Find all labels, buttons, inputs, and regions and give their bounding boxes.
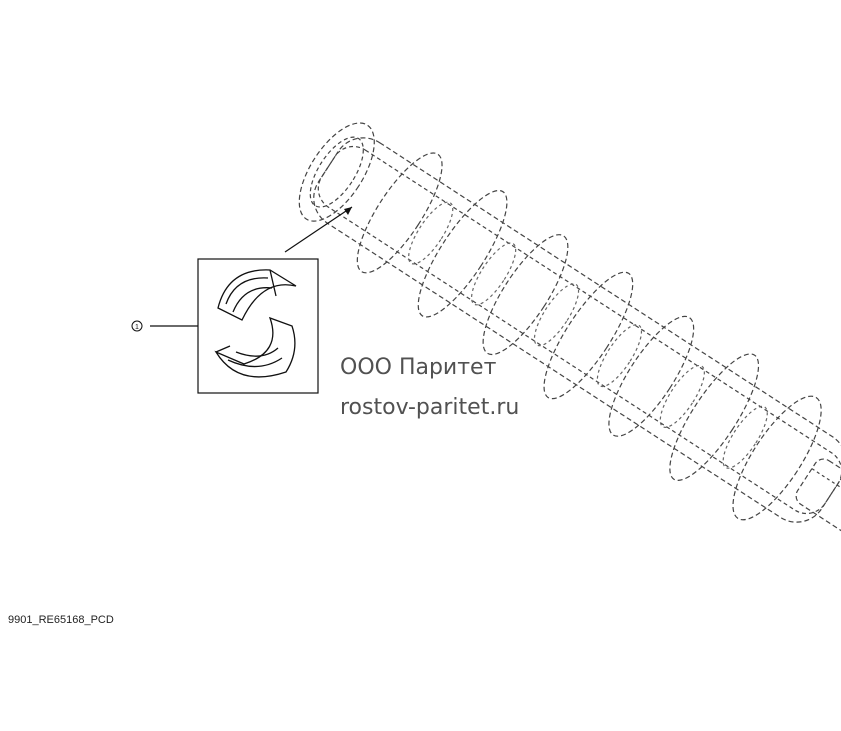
figure-code: 9901_RE65168_PCD — [8, 614, 114, 626]
bearing-shell-upper — [217, 269, 297, 321]
crankshaft — [298, 122, 841, 534]
bearing-shell-lower — [214, 316, 296, 378]
callout-number: 1 — [135, 324, 139, 331]
leader-line-crankshaft — [284, 206, 353, 253]
watermark-site: rostov-paritet.ru — [340, 395, 520, 420]
callout-marker — [131, 320, 143, 332]
watermark-company: ООО Паритет — [340, 355, 497, 380]
